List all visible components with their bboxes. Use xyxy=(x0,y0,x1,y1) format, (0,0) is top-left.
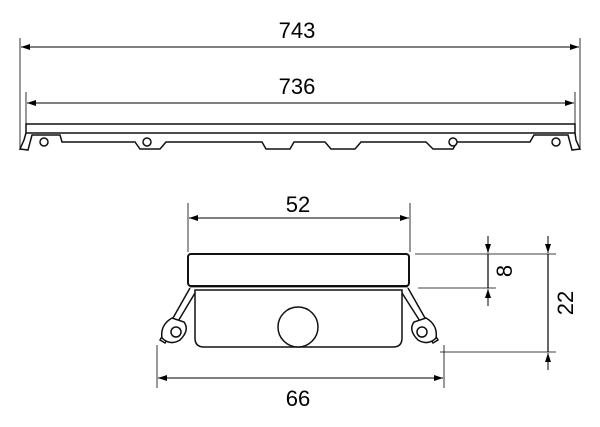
dimension-label-66: 66 xyxy=(286,386,310,411)
dimension-22: 22 xyxy=(440,236,578,370)
drain-cross-section xyxy=(158,253,440,348)
dimension-label-52: 52 xyxy=(286,192,310,217)
dimension-736: 736 xyxy=(25,74,576,124)
dimension-8: 8 xyxy=(415,236,556,306)
dimension-label-22: 22 xyxy=(553,291,578,315)
dimension-label-743: 743 xyxy=(279,18,316,43)
dimension-label-736: 736 xyxy=(279,74,316,99)
dimension-52: 52 xyxy=(187,192,411,252)
dimension-66: 66 xyxy=(156,345,445,411)
dimension-743: 743 xyxy=(19,18,581,150)
dimension-label-8: 8 xyxy=(492,265,517,277)
drain-profile-side-view xyxy=(18,123,582,151)
